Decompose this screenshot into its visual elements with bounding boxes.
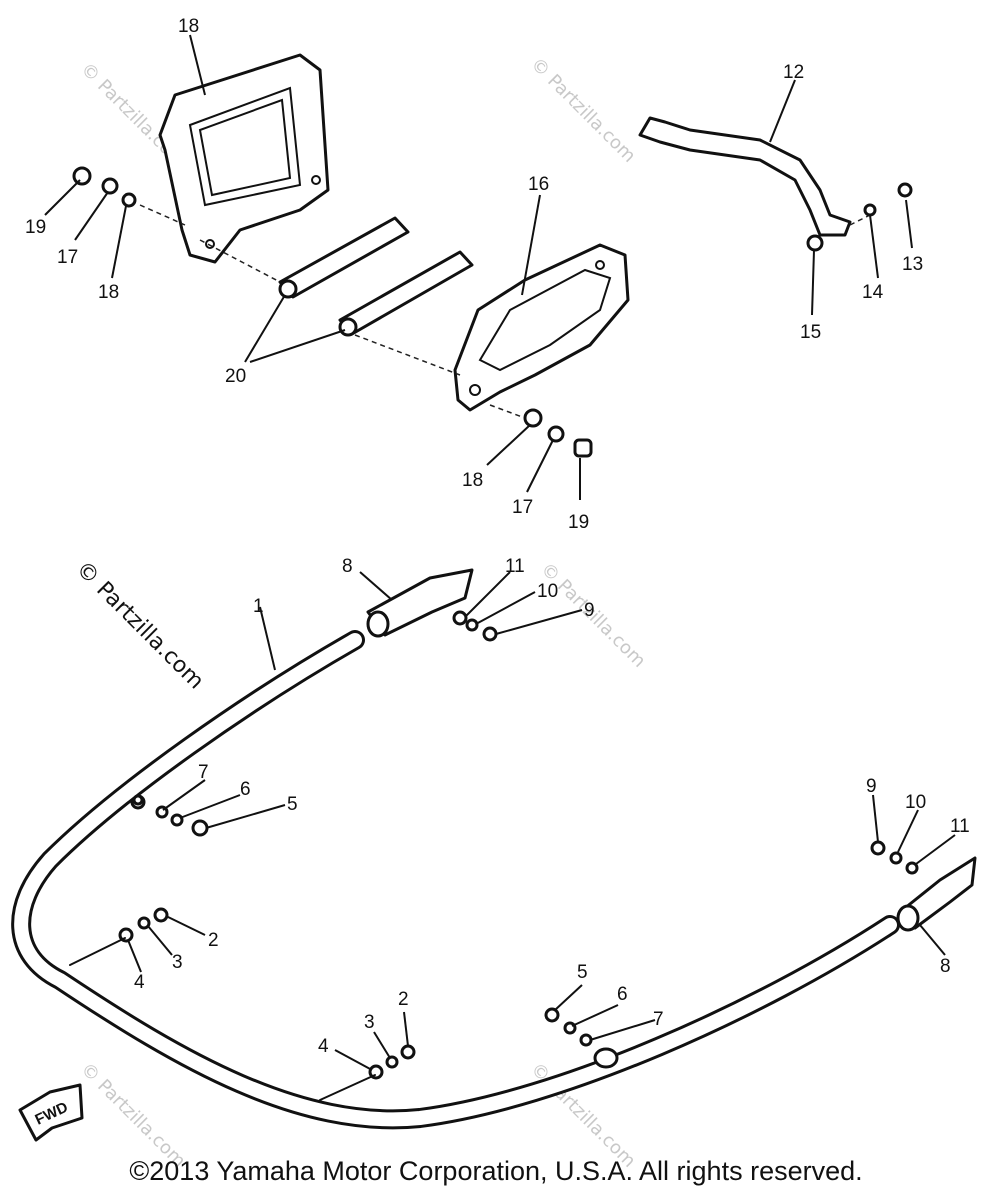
callout-15: 15: [800, 322, 821, 343]
callout-18: 18: [178, 16, 199, 37]
watermark: © Partzilla.com: [76, 1059, 189, 1172]
callout-17: 17: [57, 247, 78, 268]
callout-10: 10: [905, 792, 926, 813]
callout-2: 2: [208, 930, 219, 951]
callout-5: 5: [577, 962, 588, 983]
callout-12: 12: [783, 62, 804, 83]
grab-bar: [638, 116, 871, 237]
bumper-end-brackets: [132, 568, 977, 1069]
callout-9: 9: [584, 600, 595, 621]
callout-3: 3: [172, 952, 183, 973]
callout-18: 18: [462, 470, 483, 491]
callout-13: 13: [902, 254, 923, 275]
callout-labels: 18 19 17 18 20 16 12 13 14 15 18 17 19 1…: [25, 16, 970, 1057]
callout-16: 16: [528, 174, 549, 195]
callout-6: 6: [240, 779, 251, 800]
bracket-plate-right: [453, 243, 630, 412]
callout-14: 14: [862, 282, 884, 303]
callout-5: 5: [287, 794, 298, 815]
callout-4: 4: [134, 972, 145, 993]
callout-10: 10: [537, 581, 558, 602]
leader-lines: [44, 34, 956, 1071]
callout-19: 19: [568, 512, 589, 533]
direction-badge: FWD: [18, 1083, 84, 1142]
callout-7: 7: [198, 762, 209, 783]
callout-20: 20: [225, 366, 246, 387]
bracket-plate-left: [158, 53, 330, 264]
callout-11: 11: [505, 556, 525, 577]
callout-6: 6: [617, 984, 628, 1005]
watermark: © Partzilla.com: [526, 54, 639, 167]
callout-17: 17: [512, 497, 533, 518]
bumper-loop: [11, 630, 900, 1130]
hardware: [72, 166, 919, 1080]
callout-8: 8: [342, 556, 353, 577]
callout-9: 9: [866, 776, 877, 797]
callout-8: 8: [940, 956, 951, 977]
callout-2: 2: [398, 989, 409, 1010]
callout-4: 4: [318, 1036, 329, 1057]
callout-3: 3: [364, 1012, 375, 1033]
callout-19: 19: [25, 217, 46, 238]
watermark-main: © Partzilla.com: [71, 557, 209, 695]
callout-18: 18: [98, 282, 119, 303]
copyright-notice: ©2013 Yamaha Motor Corporation, U.S.A. A…: [129, 1156, 863, 1186]
callout-7: 7: [653, 1009, 664, 1030]
callout-11: 11: [950, 816, 970, 837]
callout-1: 1: [253, 596, 264, 617]
support-rods: [139, 204, 526, 419]
